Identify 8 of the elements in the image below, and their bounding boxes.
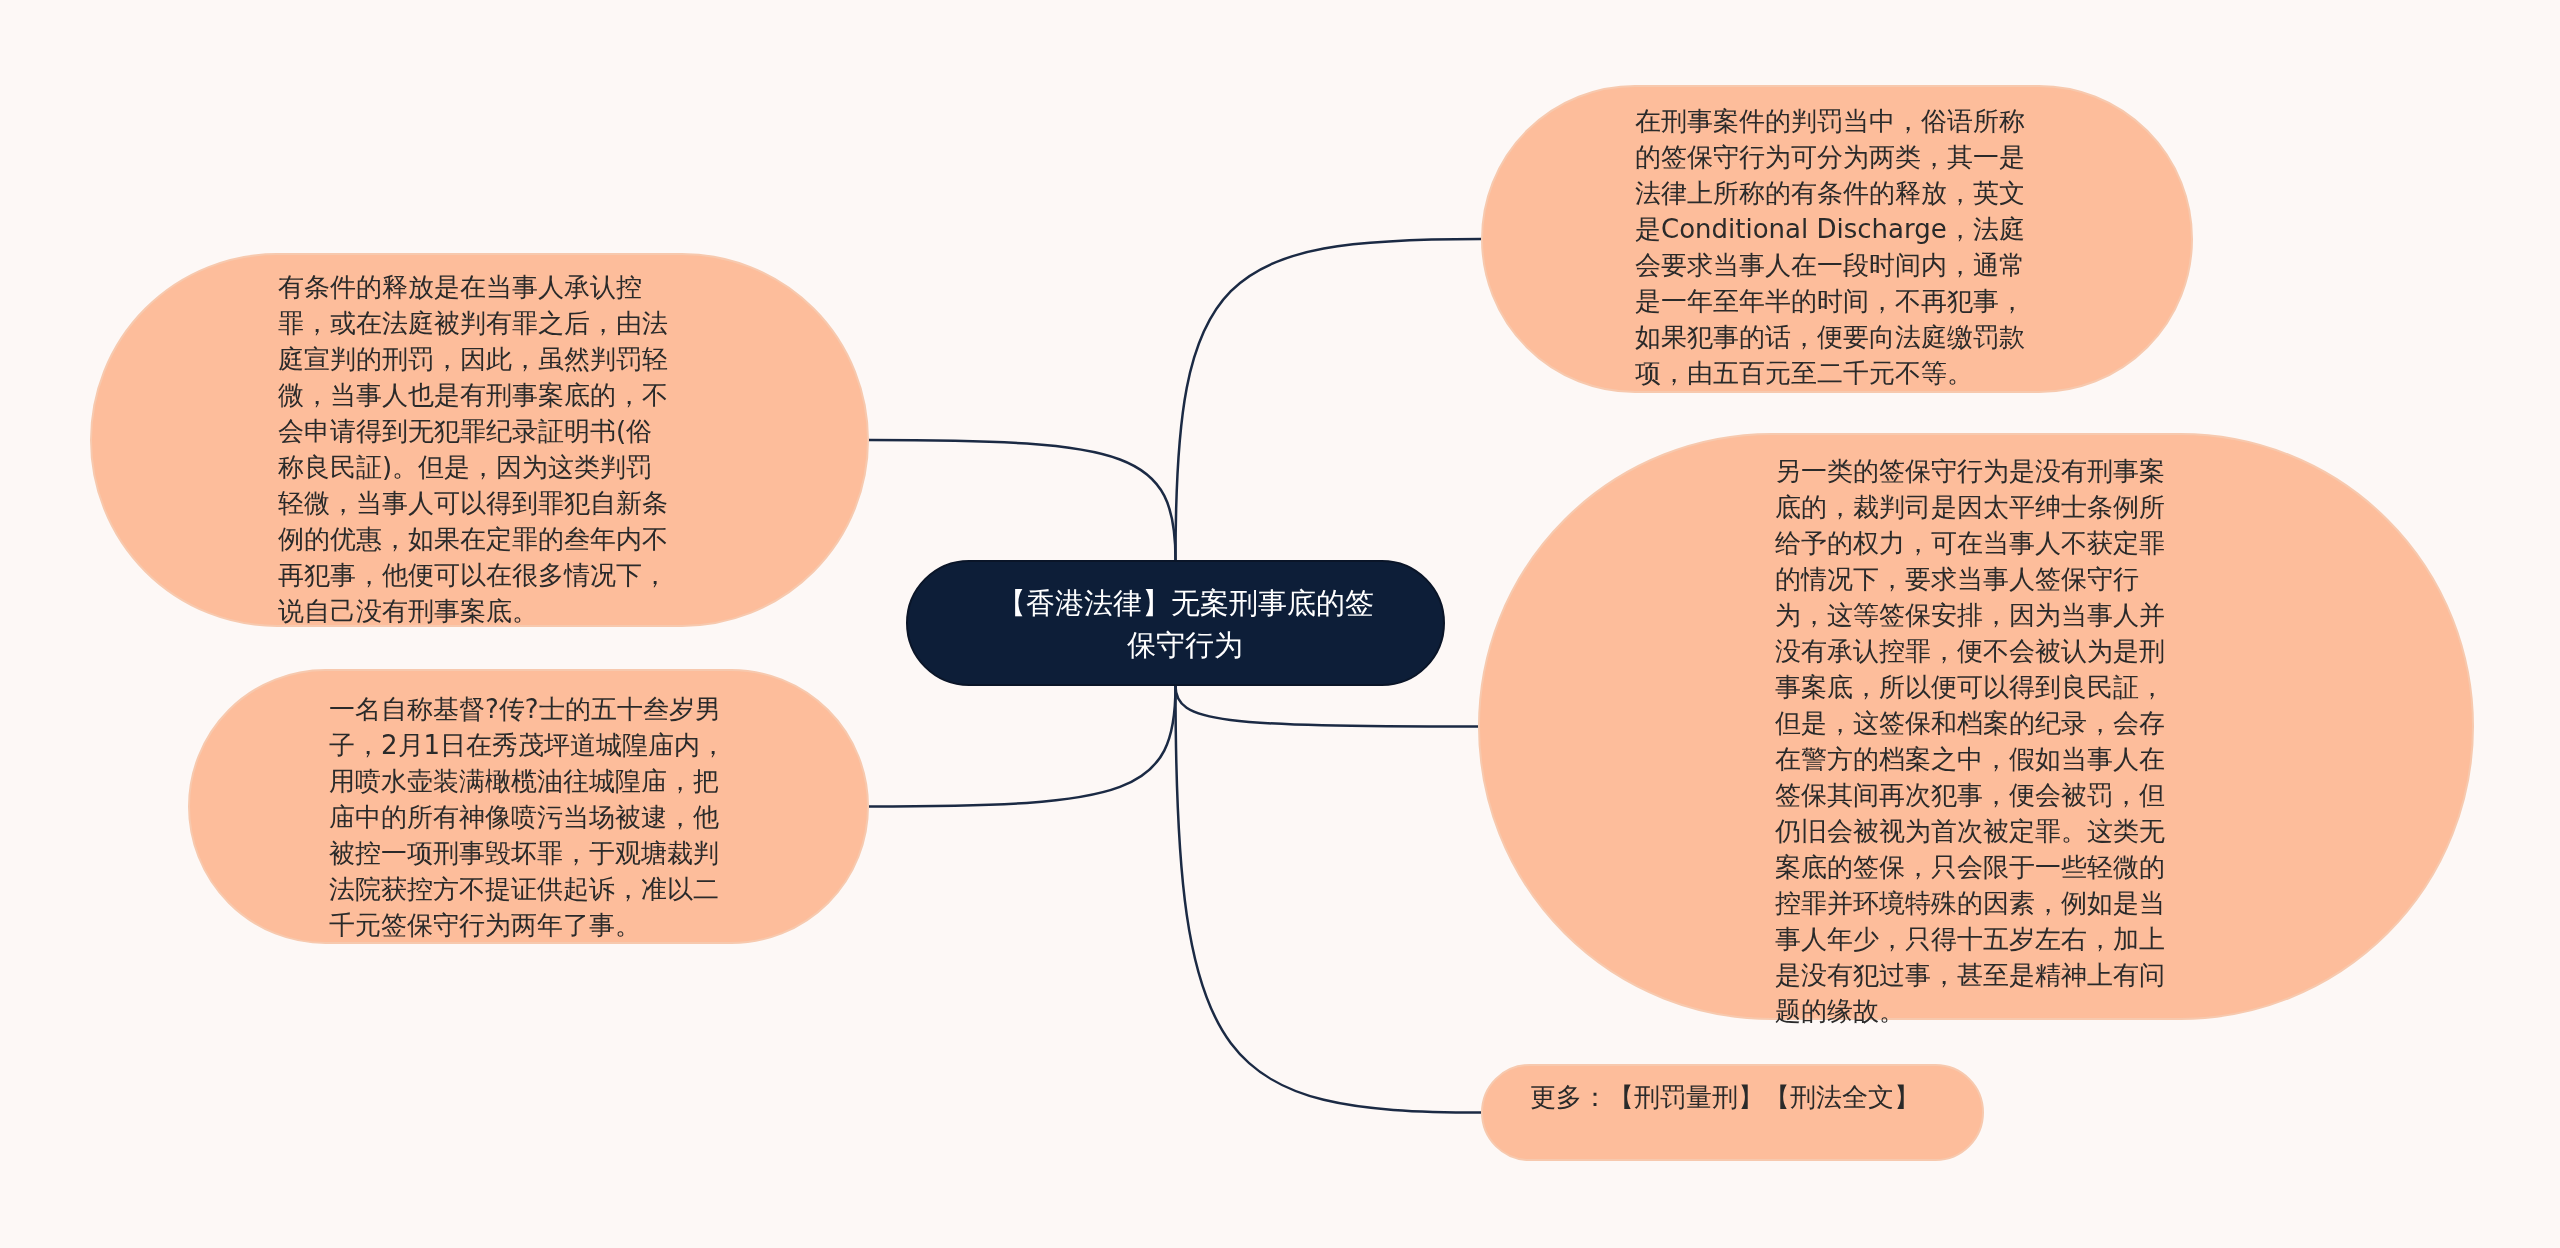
note-text: 更多：【刑罚量刑】【刑法全文】 [1530,1081,1920,1114]
note-text: 一名自称基督?传?士的五十叁岁男子，2月1日在秀茂坪道城隍庙内，用喷水壶装满橄榄油往城隍庙，把庙中的所有神像喷污当场被逮，他被控一项刑事毁坏罪，于观塘裁判法院获控方不提证供起诉，准以二千元签保守行为两年了事。 [329,693,727,942]
note-text: 在刑事案件的判罚当中，俗语所称的签保守行为可分为两类，其一是法律上所称的有条件的释放，英文是Conditional Discharge，法庭会要求当事人在一段时间内，通常是一年至年半的时间，不再犯事，如果犯事的话，便要向法庭缴罚款项，由五百元至二千元不等。 [1635,105,2026,390]
topic-title: 【香港法律】无案刑事底的签保守行为 [995,585,1375,664]
connector-line [869,685,1177,808]
note-text: 另一类的签保守行为是没有刑事案底的，裁判司是因太平绅士条例所给予的权力，可在当事人不获定罪的情况下，要求当事人签保守行为，这等签保安排，因为当事人并没有承认控罪，便不会被认为是刑事案底，所以便可以得到良民証，但是，这签保和档案的纪录，会存在警方的档案之中，假如当事人在签保其间再次犯事，便会被罚，但仍旧会被视为首次被定罪。这类无案底的签保，只会限于一些轻微的控罪并环境特殊的因素，例如是当事人年少，只得十五岁左右，加上是没有犯过事，甚至是精神上有问题的缘故。 [1775,455,2166,1028]
connector-line [869,438,1177,561]
note-text: 有条件的释放是在当事人承认控罪，或在法庭被判有罪之后，由法庭宣判的刑罚，因此，虽然判罚轻微，当事人也是有刑事案底的，不会申请得到无犯罪纪录証明书(俗称良民証)。但是，因为这类判罚轻微，当事人可以得到罪犯自新条例的优惠，如果在定罪的叁年内不再犯事，他便可以在很多情况下，说自己没有刑事案底。 [278,271,669,628]
